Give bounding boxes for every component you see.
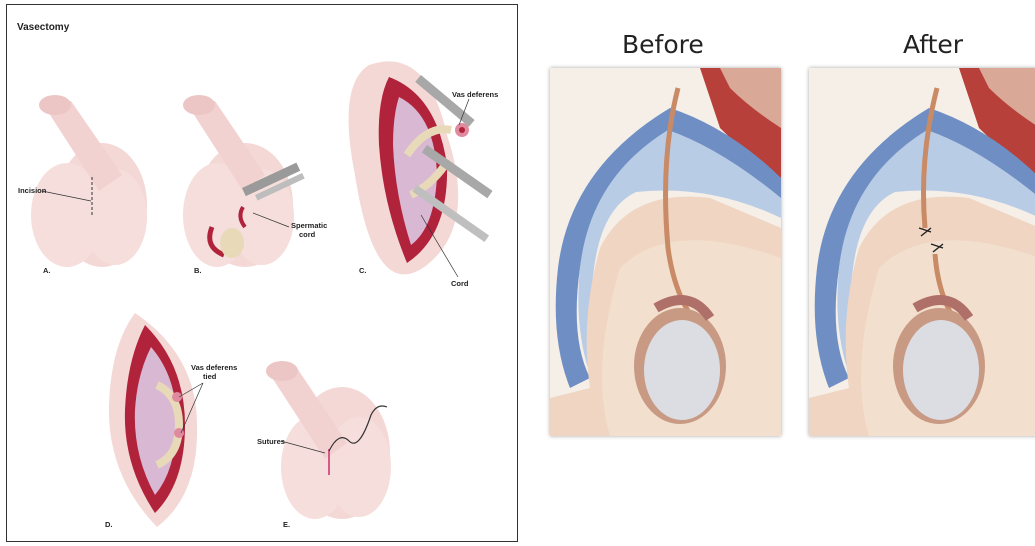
step-e-label: E. [283,520,290,529]
before-anatomy-drawing [550,68,781,436]
step-a-label: A. [43,266,51,275]
sutures-label: Sutures [257,437,285,446]
spermatic-cord-label-line2: cord [299,230,315,239]
step-b-illustration [183,95,305,267]
step-d-label: D. [105,520,113,529]
after-anatomy-illustration [809,68,1035,436]
spermatic-cord-label-line1: Spermatic [291,221,327,230]
cord-label: Cord [451,279,469,288]
before-anatomy-illustration [550,68,781,436]
incision-label: Incision [18,186,46,195]
step-c-label: C. [359,266,367,275]
step-a-illustration [31,95,147,267]
vasectomy-figure: Vasectomy Incision Spermatic cord Vas de… [6,4,518,542]
step-d-illustration [109,313,203,527]
vas-deferens-tied-label-line1: Vas deferens [191,363,237,372]
step-b-label: B. [194,266,202,275]
vas-deferens-tied-label-line2: tied [203,372,216,381]
before-heading: Before [622,30,704,59]
after-anatomy-drawing [809,68,1035,436]
vasectomy-illustrations [7,5,519,543]
vas-deferens-label: Vas deferens [452,90,498,99]
figure-title: Vasectomy [17,22,69,33]
after-heading: After [903,30,963,59]
